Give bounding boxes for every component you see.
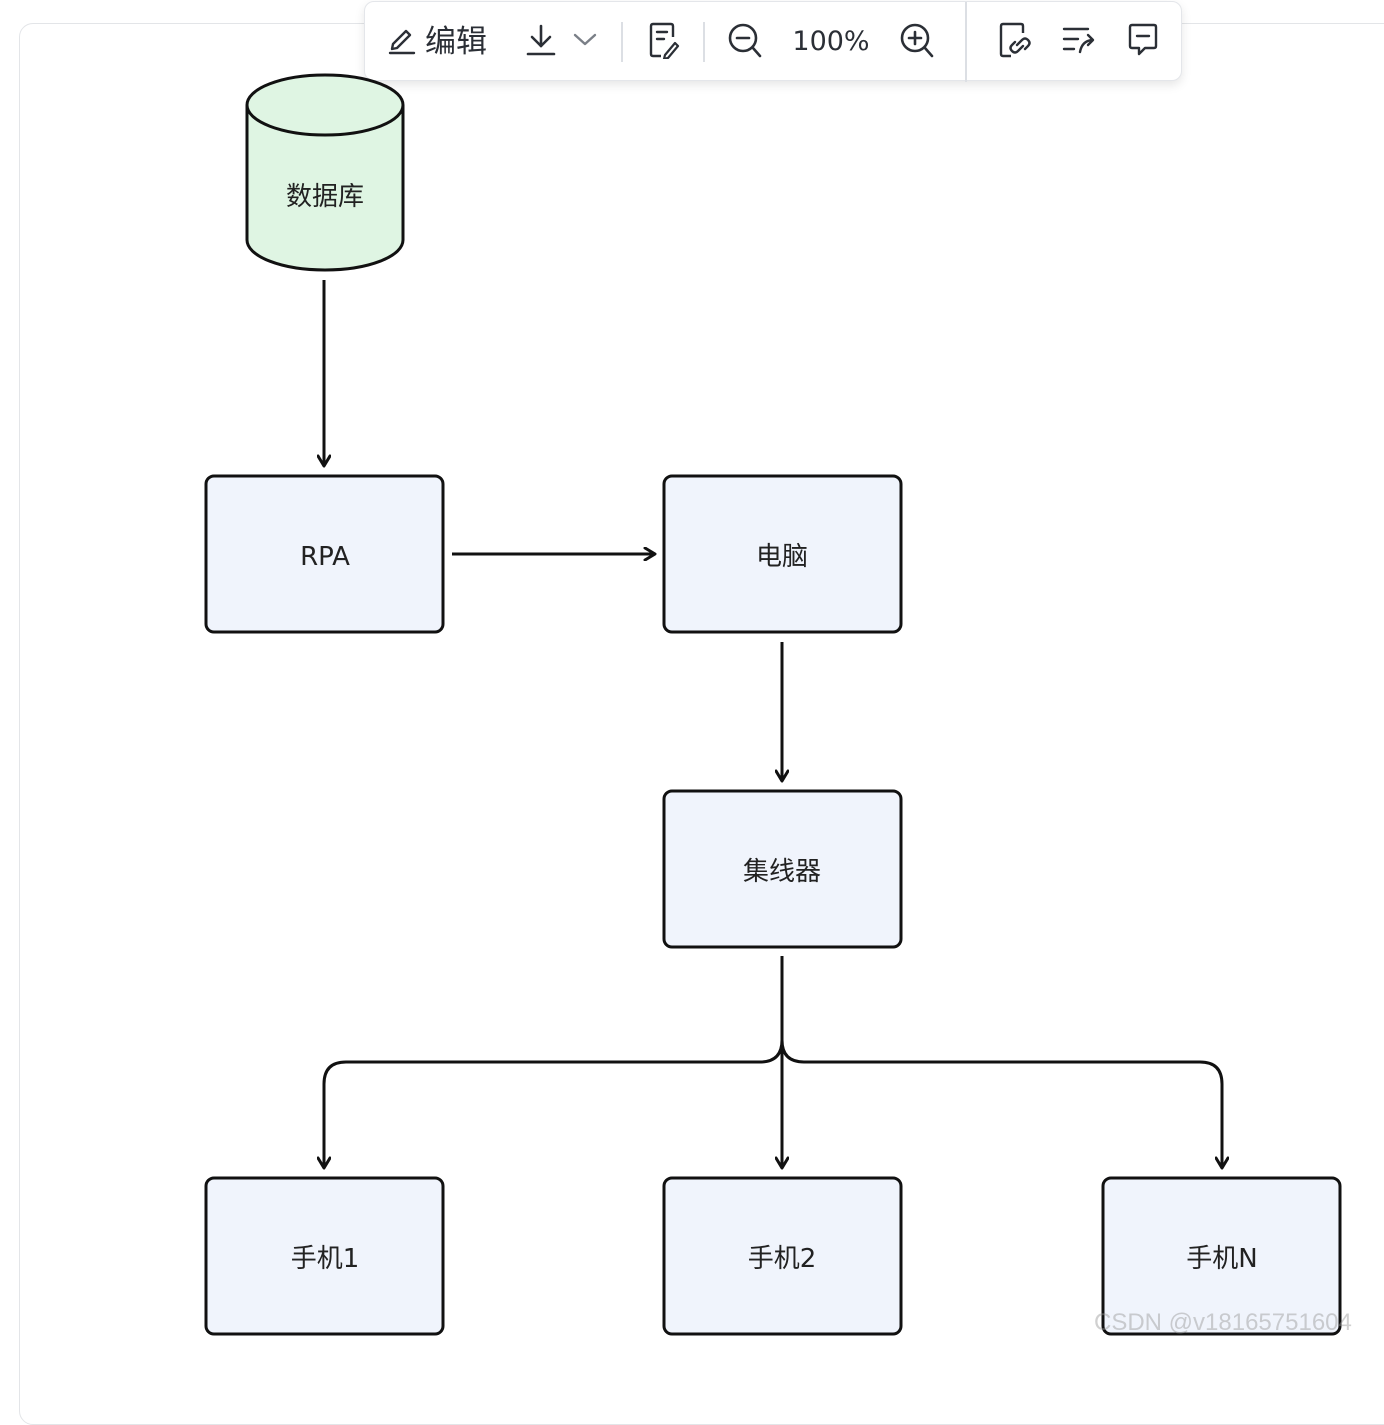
edit-button[interactable]: 编辑 [387, 22, 487, 62]
node-hub-label: 集线器 [743, 857, 821, 887]
edge-hub-phone1 [324, 1039, 784, 1168]
note-button[interactable] [647, 22, 681, 62]
wrap-icon [1061, 21, 1097, 63]
node-phoneN[interactable]: 手机N [1101, 1176, 1342, 1336]
comment-icon [1125, 21, 1161, 63]
node-rpa[interactable]: RPA [204, 474, 445, 634]
edit-button-label: 编辑 [425, 24, 487, 60]
node-phoneN-label: 手机N [1186, 1244, 1257, 1274]
node-phone2[interactable]: 手机2 [662, 1176, 903, 1336]
node-rpa-box [204, 474, 445, 634]
node-hub-box [662, 789, 903, 949]
node-computer-box [662, 474, 903, 634]
node-database[interactable]: 数据库 [245, 73, 405, 272]
flowchart: 数据库 RPA 电脑 集线器 手机1 手机2 手机N [204, 73, 1342, 1336]
node-phone2-label: 手机2 [748, 1244, 817, 1274]
note-icon [647, 21, 681, 63]
node-phone1[interactable]: 手机1 [204, 1176, 445, 1336]
diagram-toolbar: 编辑 [364, 1, 1182, 82]
node-phone2-box [662, 1176, 903, 1336]
node-computer[interactable]: 电脑 [662, 474, 903, 634]
node-phone1-label: 手机1 [291, 1244, 360, 1274]
link-icon [997, 21, 1033, 63]
zoom-level: 100% [791, 22, 871, 62]
node-phoneN-box [1101, 1176, 1342, 1336]
comment-button[interactable] [1125, 22, 1161, 62]
toolbar-divider [965, 2, 967, 82]
edge-hub-phoneN [780, 1039, 1222, 1168]
zoom-out-button[interactable] [727, 22, 763, 62]
link-button[interactable] [997, 22, 1033, 62]
zoom-in-button[interactable] [899, 22, 935, 62]
database-cylinder-body [245, 105, 405, 272]
toolbar-divider [621, 22, 623, 62]
edges [324, 280, 1222, 1168]
watermark: CSDN @v18165751604 [1094, 1309, 1352, 1336]
zoom-in-icon [899, 21, 935, 63]
edit-icon [387, 24, 417, 60]
download-menu-toggle[interactable] [571, 26, 599, 58]
download-icon [525, 22, 557, 62]
chevron-down-icon [572, 31, 598, 53]
node-phone1-box [204, 1176, 445, 1336]
database-cylinder-top [245, 73, 405, 137]
node-database-label: 数据库 [286, 182, 364, 212]
node-hub[interactable]: 集线器 [662, 789, 903, 949]
wrap-button[interactable] [1061, 22, 1097, 62]
node-rpa-label: RPA [300, 542, 350, 572]
zoom-out-icon [727, 21, 763, 63]
download-button[interactable] [525, 22, 557, 62]
zoom-level-text: 100% [792, 26, 870, 57]
toolbar-divider [703, 22, 705, 62]
node-computer-label: 电脑 [756, 542, 808, 572]
